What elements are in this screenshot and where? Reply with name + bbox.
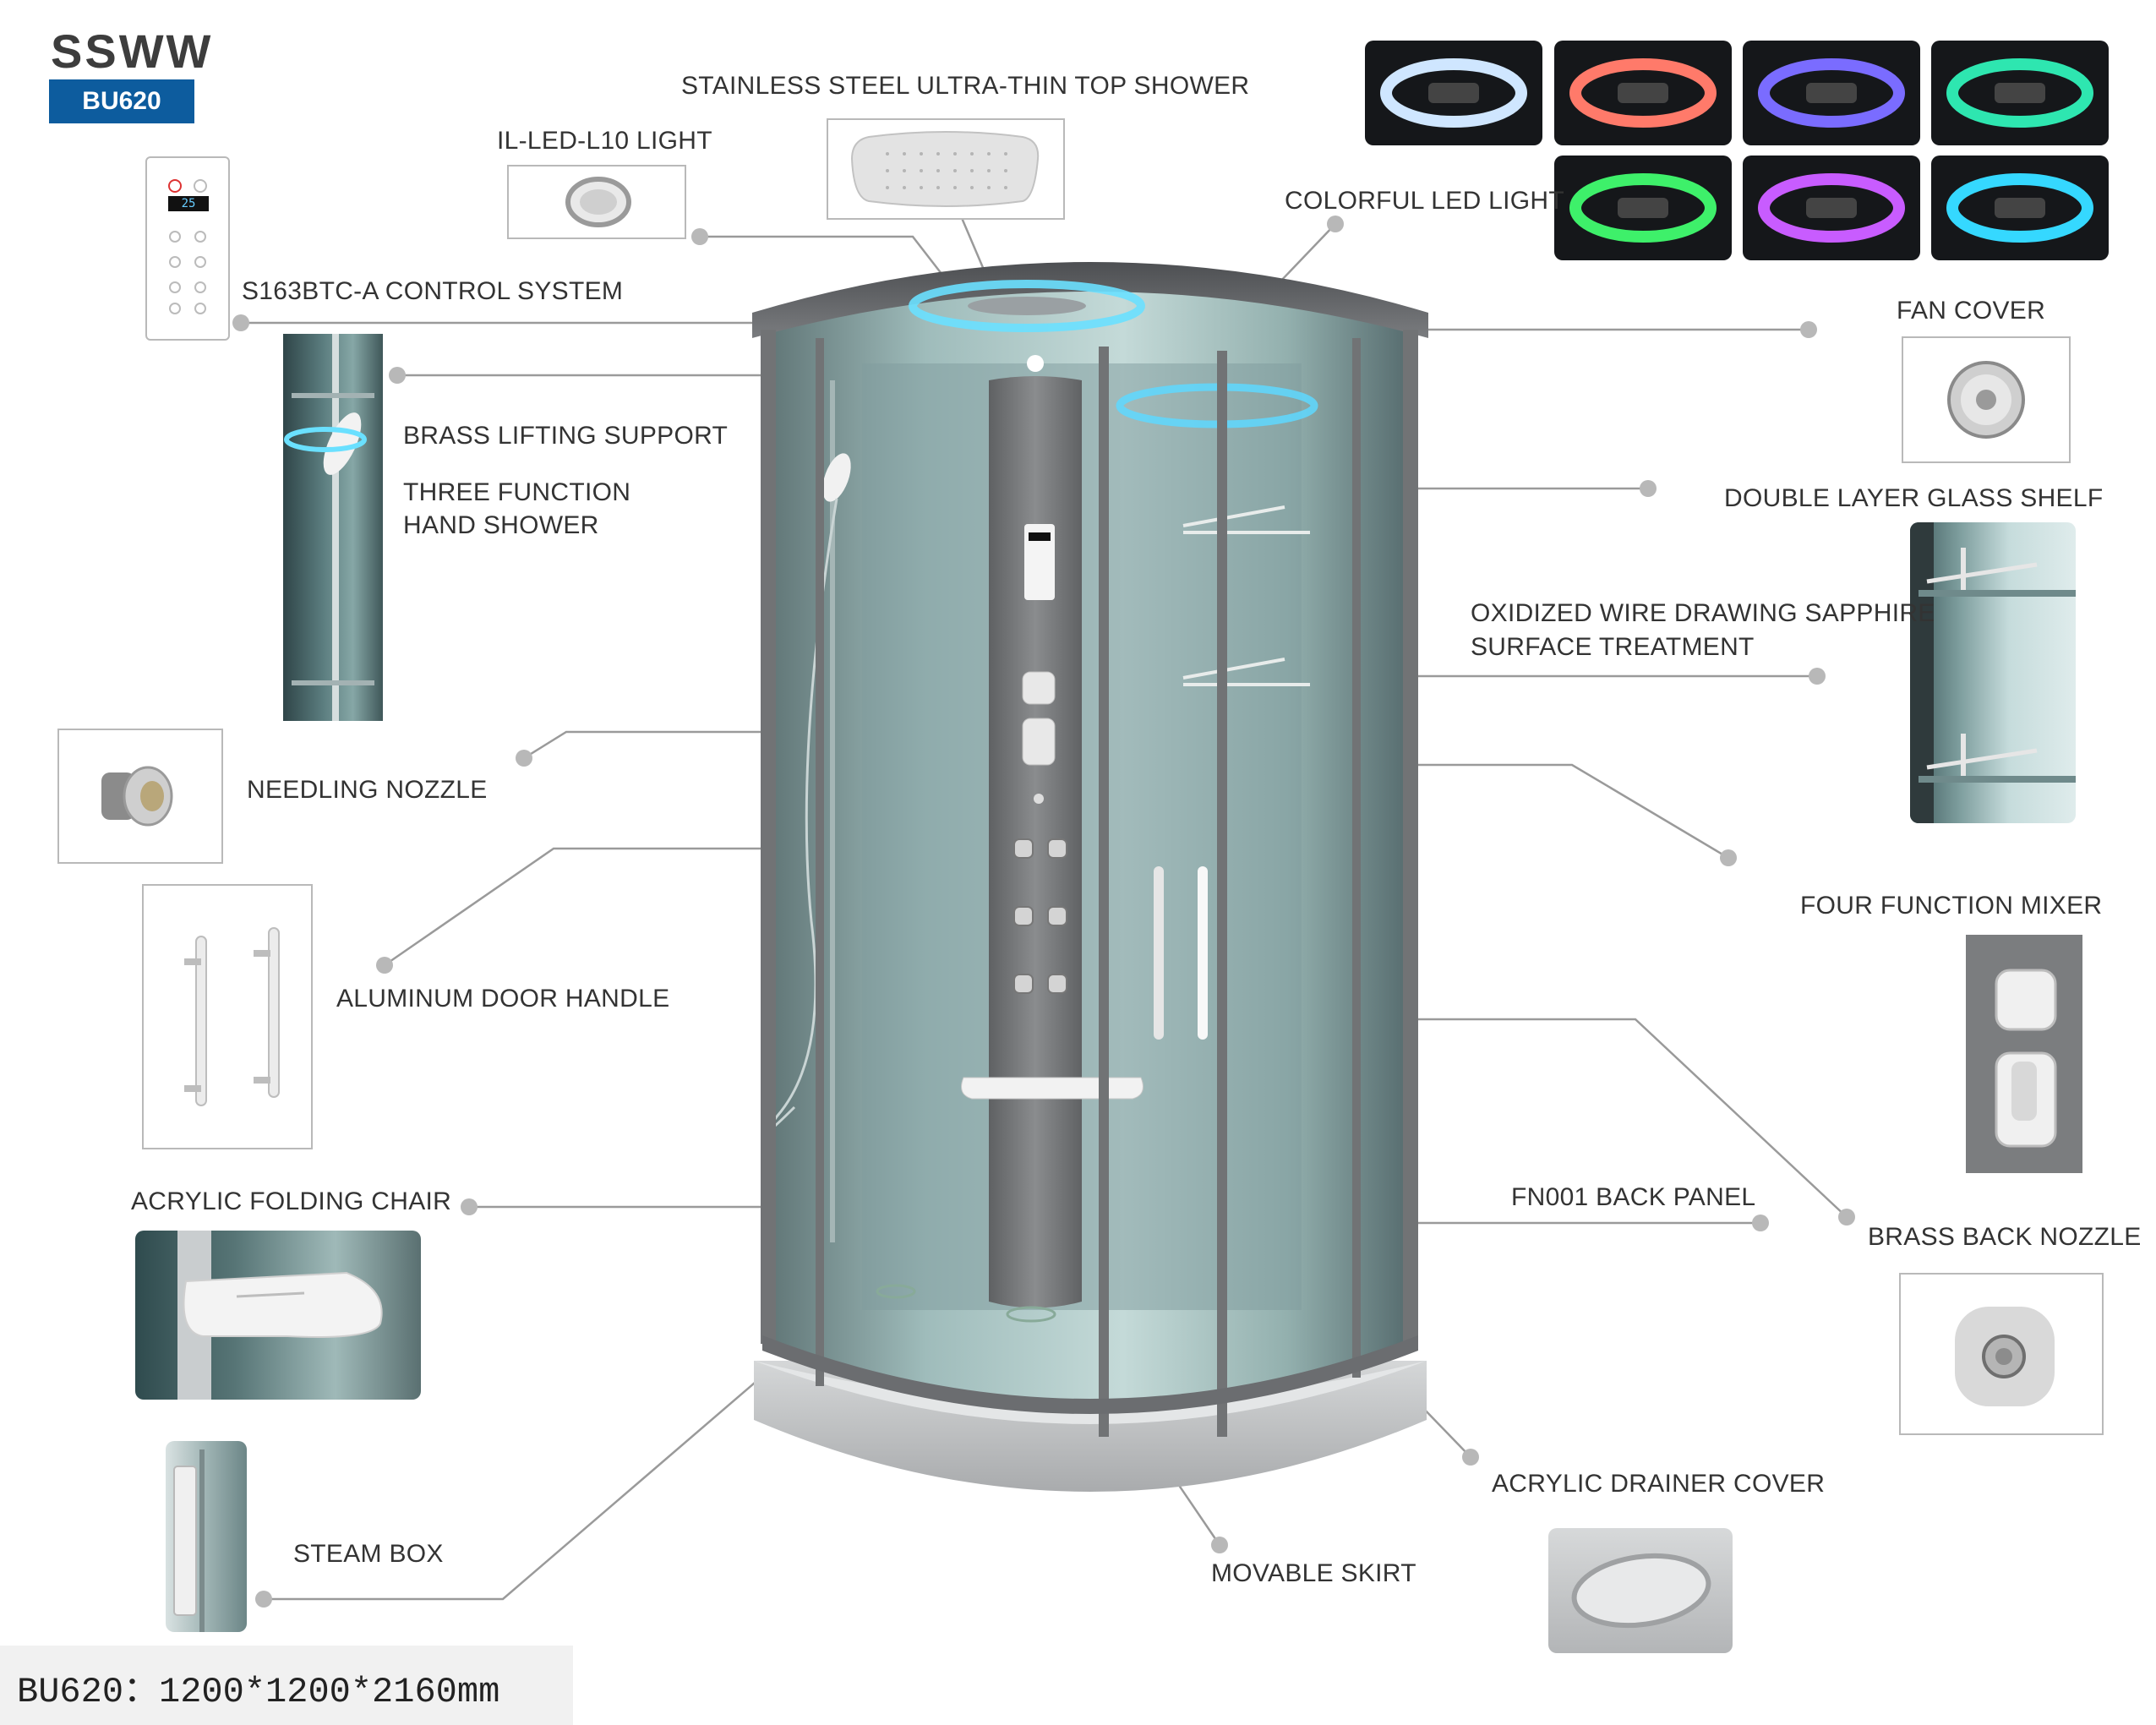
label-folding-chair: ACRYLIC FOLDING CHAIR	[131, 1187, 452, 1215]
model-badge: BU620	[49, 79, 194, 123]
shower-cabin-illustration	[752, 262, 1428, 1492]
led-thumb-5	[1554, 156, 1732, 260]
control-panel-display: 25	[168, 196, 209, 211]
lifting-support-photo	[283, 334, 383, 721]
brass-nozzle-icon	[1899, 1273, 2104, 1435]
led-thumb-3	[1743, 41, 1920, 145]
led-thumb-7	[1931, 156, 2109, 260]
label-oxidized-line1: OXIDIZED WIRE DRAWING SAPPHIRE	[1471, 599, 1935, 627]
dimension-bar: BU620：1200*1200*2160mm	[0, 1646, 573, 1725]
label-brass-nozzle: BRASS BACK NOZZLE	[1868, 1223, 2142, 1251]
label-movable-skirt: MOVABLE SKIRT	[1211, 1559, 1416, 1587]
led-thumb-6	[1743, 156, 1920, 260]
dimension-text: BU620：1200*1200*2160mm	[17, 1672, 500, 1712]
label-needling-nozzle: NEEDLING NOZZLE	[247, 776, 488, 804]
folding-chair-photo	[135, 1231, 421, 1400]
rain-shower-head-icon	[827, 118, 1065, 220]
drain-cover-icon	[1548, 1528, 1733, 1653]
label-brass-lifting: BRASS LIFTING SUPPORT	[403, 422, 729, 450]
led-thumb-4	[1931, 41, 2109, 145]
led-thumb-1	[1365, 41, 1542, 145]
label-door-handle: ALUMINUM DOOR HANDLE	[336, 985, 670, 1013]
mixer-icon	[1966, 935, 2082, 1173]
label-hand-shower-line2: HAND SHOWER	[403, 511, 599, 539]
label-glass-shelf: DOUBLE LAYER GLASS SHELF	[1724, 484, 2104, 512]
door-handle-icon	[142, 884, 313, 1149]
label-fan-cover: FAN COVER	[1897, 297, 2046, 325]
label-led-light: IL-LED-L10 LIGHT	[497, 127, 712, 155]
nozzle-icon	[57, 729, 223, 864]
label-back-panel: FN001 BACK PANEL	[1511, 1183, 1756, 1211]
fan-cover-icon	[1902, 336, 2071, 463]
led-ring-icon	[507, 165, 686, 239]
led-thumb-2	[1554, 41, 1732, 145]
label-drainer-cover: ACRYLIC DRAINER COVER	[1492, 1470, 1826, 1498]
brand-logo: SSWW	[51, 25, 214, 78]
label-colorful-led: COLORFUL LED LIGHT	[1285, 187, 1565, 215]
steam-box-photo	[166, 1441, 247, 1632]
label-steam-box: STEAM BOX	[293, 1540, 444, 1568]
label-top-shower: STAINLESS STEEL ULTRA-THIN TOP SHOWER	[681, 72, 1250, 100]
glass-shelf-photo	[1910, 522, 2076, 823]
control-panel-icon: 25	[145, 156, 230, 341]
label-control-system: S163BTC-A CONTROL SYSTEM	[242, 277, 624, 305]
label-oxidized-line2: SURFACE TREATMENT	[1471, 633, 1755, 661]
label-four-mixer: FOUR FUNCTION MIXER	[1800, 892, 2103, 920]
label-hand-shower-line1: THREE FUNCTION	[403, 478, 631, 506]
